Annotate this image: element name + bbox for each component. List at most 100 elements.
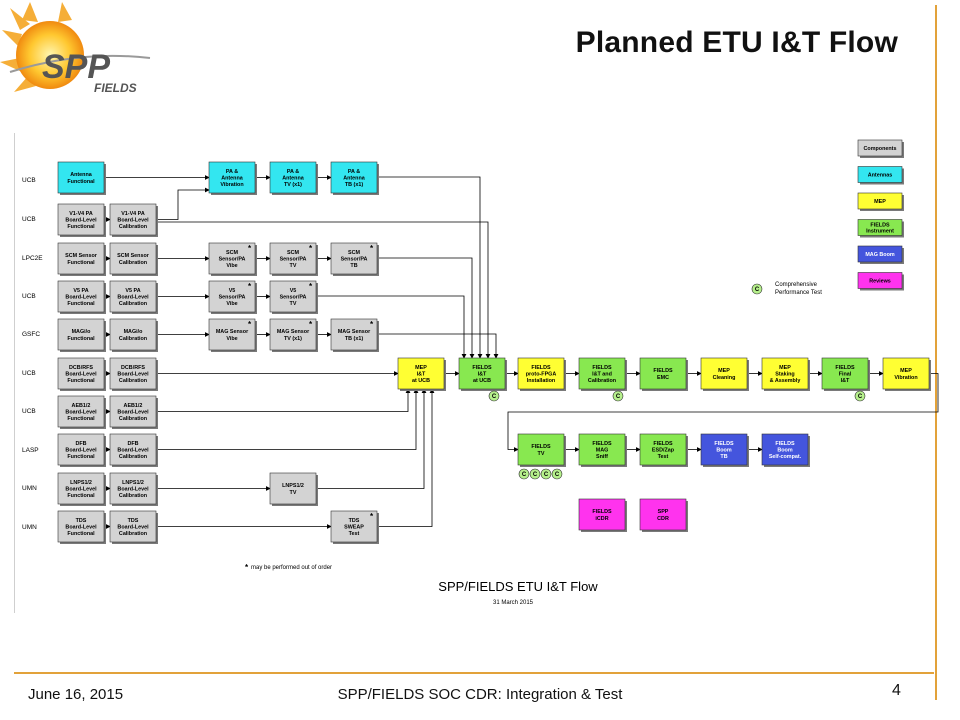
flow-box-label: Functional <box>67 224 95 230</box>
cpt-marker: C <box>751 283 763 295</box>
flow-box-label: TDS <box>128 518 139 524</box>
flow-edge <box>156 388 419 450</box>
flow-box-label: Sensor/PA <box>219 257 246 263</box>
row-label: UCB <box>22 293 36 300</box>
legend-item-label: Antennas <box>868 173 893 179</box>
row-label: UMN <box>22 485 37 492</box>
flow-box-label: FIELDS <box>592 365 612 371</box>
flow-box-label: MAG Sensor <box>338 329 371 335</box>
flow-box-label: MAG Sensor <box>277 329 310 335</box>
flow-box-label: Vibe <box>226 301 237 307</box>
flow-edge <box>156 187 210 220</box>
flow-box-label: FIELDS <box>653 441 673 447</box>
flow-box-label: LNPS1/2 <box>70 480 92 486</box>
row-label: UCB <box>22 216 36 223</box>
flow-box-label: Vibration <box>220 182 243 188</box>
cpt-label: Comprehensive <box>775 282 818 288</box>
flow-box-lnps-tv: LNPS1/2TV <box>269 472 318 506</box>
flow-box-label: FIELDS <box>714 441 734 447</box>
flow-edge <box>377 388 435 527</box>
flow-box-label: I&T <box>478 372 487 378</box>
flow-box-label: FIELDS <box>531 365 551 371</box>
row-label: UCB <box>22 408 36 415</box>
flow-box-label: FIELDS <box>531 444 551 450</box>
legend-item-label: Components <box>864 146 897 152</box>
flow-box-label: Board-Level <box>65 487 97 493</box>
row-label: LPC2E <box>22 255 43 262</box>
flow-box-label: Sensor/PA <box>280 257 307 263</box>
flow-box-label: FIELDS <box>592 509 612 515</box>
flow-box-label: DFB <box>127 441 138 447</box>
flow-edge <box>507 373 939 452</box>
flow-box-label: TV (x1) <box>284 182 302 188</box>
flow-edge <box>316 388 427 489</box>
flow-box-label: & Assembly <box>770 378 801 384</box>
flow-box-label: EMC <box>657 375 669 381</box>
flow-box-label: SPP <box>658 509 669 515</box>
star-marker: * <box>248 320 252 329</box>
flow-box-label: Final <box>839 372 852 378</box>
flow-box-label: FIELDS <box>472 365 492 371</box>
row-label: UMN <box>22 524 37 531</box>
cpt-label: Performance Test <box>775 290 822 296</box>
flow-box-label: Board-Level <box>117 410 149 416</box>
flow-box-label: Board-Level <box>117 295 149 301</box>
flow-box-label: V1-V4 PA <box>69 211 93 217</box>
legend-item: MAG Boom <box>857 245 904 264</box>
flow-box-label: Calibration <box>119 224 147 230</box>
legend-item-label: MAG Boom <box>865 252 895 258</box>
cpt-marker: C <box>551 468 563 480</box>
row-label: LASP <box>22 447 39 454</box>
flow-box-label: TB (x1) <box>345 182 363 188</box>
flow-box-label: FIELDS <box>592 441 612 447</box>
flow-box-label: Calibration <box>119 493 147 499</box>
cpt-marker-label: C <box>492 394 497 400</box>
flow-title: SPP/FIELDS ETU I&T Flow <box>438 579 598 594</box>
star-marker: * <box>309 320 313 329</box>
cpt-marker: C <box>529 468 541 480</box>
flow-box-label: DCB/RFS <box>121 365 145 371</box>
flow-box-label: Calibration <box>119 416 147 422</box>
star-marker: * <box>370 320 374 329</box>
flow-box-label: Board-Level <box>65 448 97 454</box>
legend-item: Reviews <box>857 272 904 291</box>
flow-box-label: Board-Level <box>65 372 97 378</box>
flow-box-label: Sensor/PA <box>219 295 246 301</box>
cpt-marker-label: C <box>522 472 527 478</box>
flow-box-label: Cleaning <box>713 375 736 381</box>
divider-horizontal <box>14 672 934 674</box>
spp-fields-logo: SPP FIELDS <box>0 0 160 110</box>
cpt-marker-label: C <box>755 287 760 293</box>
flow-box-label: Sniff <box>596 454 608 460</box>
flow-box-label: Board-Level <box>117 525 149 531</box>
